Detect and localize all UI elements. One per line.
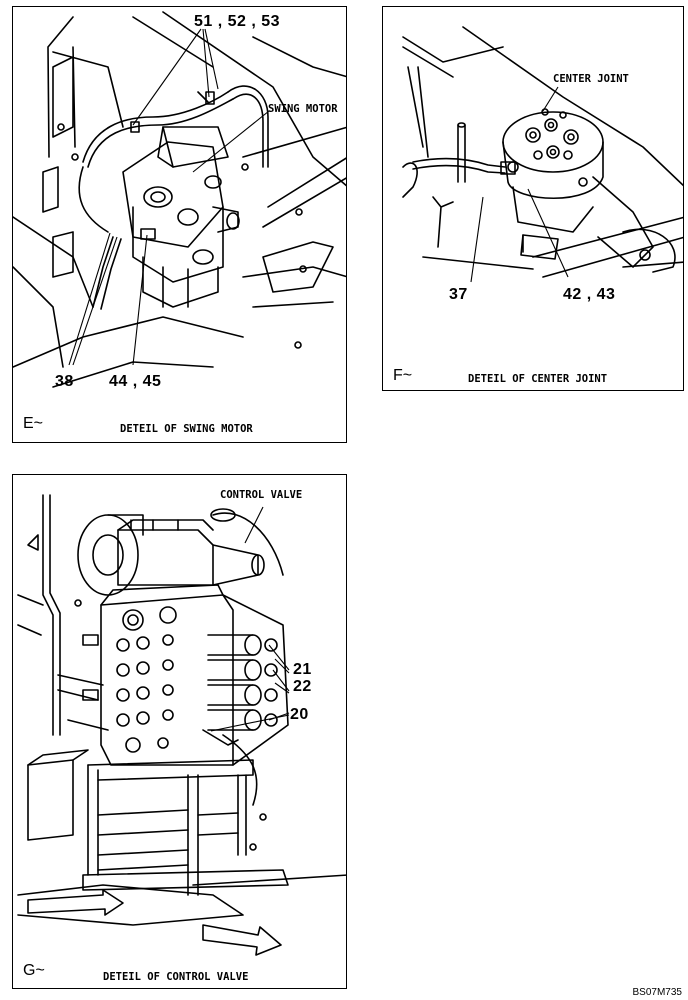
detail-panel-swing-motor: 51 , 52 , 53 SWING MOTOR 38 44 , 45 E~ D… — [12, 6, 347, 443]
swing-motor-label: SWING MOTOR — [268, 103, 338, 115]
detail-panel-center-joint: CENTER JOINT 37 42 , 43 F~ DETEIL OF CEN… — [382, 6, 684, 391]
callout-21: 21 — [293, 661, 312, 678]
center-joint-label: CENTER JOINT — [553, 73, 629, 85]
control-valve-label: CONTROL VALVE — [220, 489, 303, 501]
callout-22: 22 — [293, 678, 312, 695]
view-letter-e: E~ — [23, 415, 44, 432]
view-letter-f: F~ — [393, 367, 413, 384]
callout-44-45: 44 , 45 — [109, 373, 162, 390]
callout-51-52-53: 51 , 52 , 53 — [194, 13, 281, 30]
caption-control-valve: DETEIL OF CONTROL VALVE — [103, 971, 249, 983]
swing-motor-illustration — [13, 11, 346, 388]
callout-37: 37 — [449, 286, 468, 303]
caption-center-joint: DETEIL OF CENTER JOINT — [468, 373, 608, 385]
center-joint-illustration — [402, 26, 683, 283]
detail-panel-control-valve: CONTROL VALVE 21 22 20 G~ DETEIL OF CONT… — [12, 474, 347, 989]
caption-swing-motor: DETEIL OF SWING MOTOR — [120, 423, 253, 435]
callout-38: 38 — [55, 373, 74, 390]
callout-42-43: 42 , 43 — [563, 286, 616, 303]
drawing-code: BS07M735 — [632, 987, 682, 998]
callout-20: 20 — [290, 706, 309, 723]
control-valve-illustration — [17, 494, 346, 956]
view-letter-g: G~ — [23, 962, 45, 979]
